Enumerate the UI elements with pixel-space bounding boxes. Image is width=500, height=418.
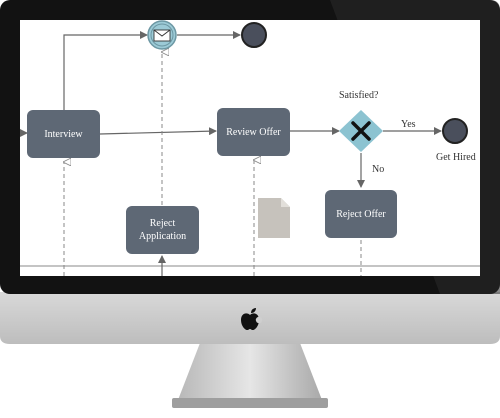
flow-interview-to-review: [99, 127, 217, 136]
stand: [178, 343, 322, 400]
task-reject-application[interactable]: [126, 206, 199, 254]
end-event-top[interactable]: [241, 22, 267, 48]
exclusive-gateway[interactable]: [339, 110, 383, 152]
bpmn-diagram: [20, 20, 480, 276]
message-event[interactable]: [147, 20, 177, 50]
end-event-get-hired[interactable]: [442, 118, 468, 144]
flow-label-yes: Yes: [401, 119, 416, 130]
get-hired-label: Get Hired: [436, 152, 476, 163]
reject-application-line1: Reject: [149, 218, 176, 229]
flow-label-no: No: [372, 164, 385, 175]
stand-base: [172, 398, 328, 408]
document-icon: [258, 198, 290, 238]
gateway-question: Satisfied?: [339, 90, 379, 101]
task-review-offer[interactable]: [217, 108, 290, 156]
task-reject-offer[interactable]: [325, 190, 397, 238]
task-review-offer-label: Review Offer: [226, 126, 281, 138]
apple-icon: [241, 308, 263, 330]
task-interview[interactable]: [27, 110, 100, 158]
task-reject-application-label: Reject Application: [126, 206, 199, 254]
task-interview-label: Interview: [44, 128, 83, 140]
flow-interview-to-message: [63, 31, 148, 110]
envelope-icon: [153, 29, 171, 42]
task-reject-offer-label: Reject Offer: [336, 208, 386, 220]
reject-application-line2: Application: [138, 231, 187, 242]
